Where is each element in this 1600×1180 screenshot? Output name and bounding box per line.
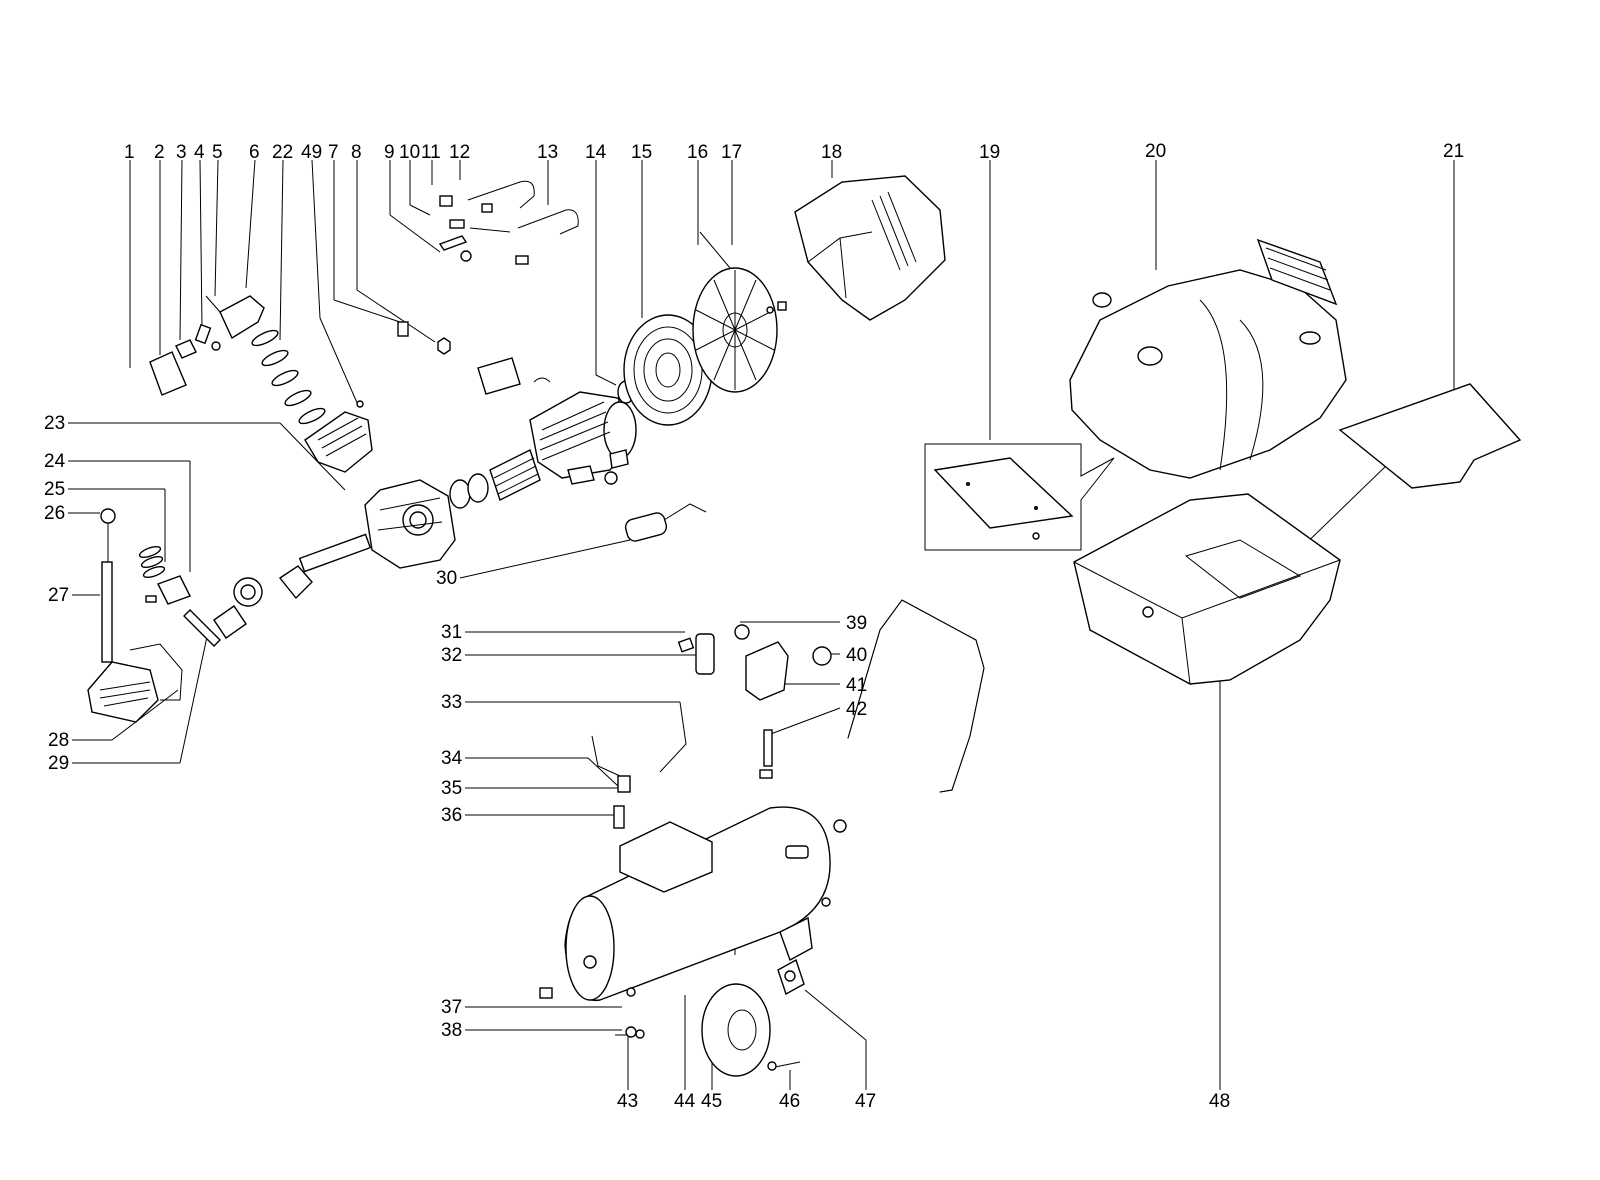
part-label-9: 9	[384, 142, 395, 163]
part-label-29: 29	[48, 753, 69, 774]
capacitor-part	[624, 503, 707, 542]
part-label-46: 46	[779, 1091, 800, 1112]
part-label-48: 48	[1209, 1091, 1230, 1112]
part-label-24: 24	[44, 451, 66, 472]
part-drawings	[87, 175, 1522, 1077]
fittings-part	[438, 180, 579, 265]
part-label-8: 8	[351, 142, 362, 163]
part-label-40: 40	[846, 645, 867, 666]
part-label-3: 3	[176, 142, 187, 163]
gasket-stack-part	[251, 329, 326, 425]
leader-lines	[68, 159, 1455, 1090]
part-label-31: 31	[441, 622, 462, 643]
part-label-7: 7	[328, 142, 339, 163]
part-label-44: 44	[674, 1091, 696, 1112]
part-label-32: 32	[441, 645, 462, 666]
part-label-33: 33	[441, 692, 462, 713]
part-label-36: 36	[441, 805, 462, 826]
part-label-14: 14	[585, 142, 607, 163]
part-label-45: 45	[701, 1091, 722, 1112]
part-label-16: 16	[687, 142, 708, 163]
detail-inset	[924, 443, 1115, 551]
part-label-39: 39	[846, 613, 867, 634]
pressure-switch-part	[677, 624, 832, 779]
part-label-49: 49	[301, 142, 322, 163]
crankcase-part	[364, 479, 456, 569]
fan-wheel-part	[692, 231, 787, 393]
part-label-12: 12	[449, 142, 470, 163]
part-label-21: 21	[1443, 141, 1464, 162]
part-label-17: 17	[721, 142, 742, 163]
part-label-18: 18	[821, 142, 842, 163]
top-cover-part	[1069, 238, 1347, 479]
fan-cover-part	[794, 175, 946, 321]
part-label-43: 43	[617, 1091, 638, 1112]
part-label-11: 11	[421, 142, 441, 163]
part-label-28: 28	[48, 730, 69, 751]
part-label-38: 38	[441, 1020, 462, 1041]
part-label-2: 2	[154, 142, 165, 163]
handle-part	[847, 599, 985, 793]
part-label-42: 42	[846, 699, 867, 720]
part-labels: 1 2 3 4 5 6 22 49 7 8 9 10 11 12 13 14 1…	[44, 141, 1464, 1112]
caster-part	[777, 958, 805, 996]
part-label-20: 20	[1145, 141, 1166, 162]
part-label-23: 23	[44, 413, 65, 434]
part-label-6: 6	[249, 142, 260, 163]
part-label-26: 26	[44, 503, 65, 524]
part-label-47: 47	[855, 1091, 876, 1112]
part-label-25: 25	[44, 479, 65, 500]
tank-part	[539, 806, 847, 1039]
crankshaft-part	[233, 533, 372, 607]
part-label-35: 35	[441, 778, 462, 799]
pipe-part	[591, 701, 687, 829]
motor-housing-part	[529, 391, 637, 485]
part-label-15: 15	[631, 142, 652, 163]
part-label-19: 19	[979, 142, 1000, 163]
part-label-41: 41	[846, 675, 867, 696]
part-label-1: 1	[124, 142, 135, 163]
part-label-27: 27	[48, 585, 69, 606]
wheel-part	[701, 983, 801, 1077]
cylinder-part	[304, 400, 373, 473]
base-plate-part	[1338, 383, 1522, 489]
head-cover-part	[149, 295, 265, 396]
base-tray-part	[1073, 493, 1341, 685]
part-label-10: 10	[399, 142, 420, 163]
part-label-5: 5	[212, 142, 223, 163]
piston-part	[138, 545, 247, 647]
part-label-4: 4	[194, 142, 205, 163]
part-label-34: 34	[441, 748, 463, 769]
part-label-22: 22	[272, 142, 293, 163]
part-label-30: 30	[436, 568, 457, 589]
head-assembly-part	[87, 508, 183, 723]
fan-guard-part	[623, 314, 713, 426]
rotor-part	[449, 449, 541, 509]
part-label-37: 37	[441, 997, 462, 1018]
part-label-13: 13	[537, 142, 558, 163]
